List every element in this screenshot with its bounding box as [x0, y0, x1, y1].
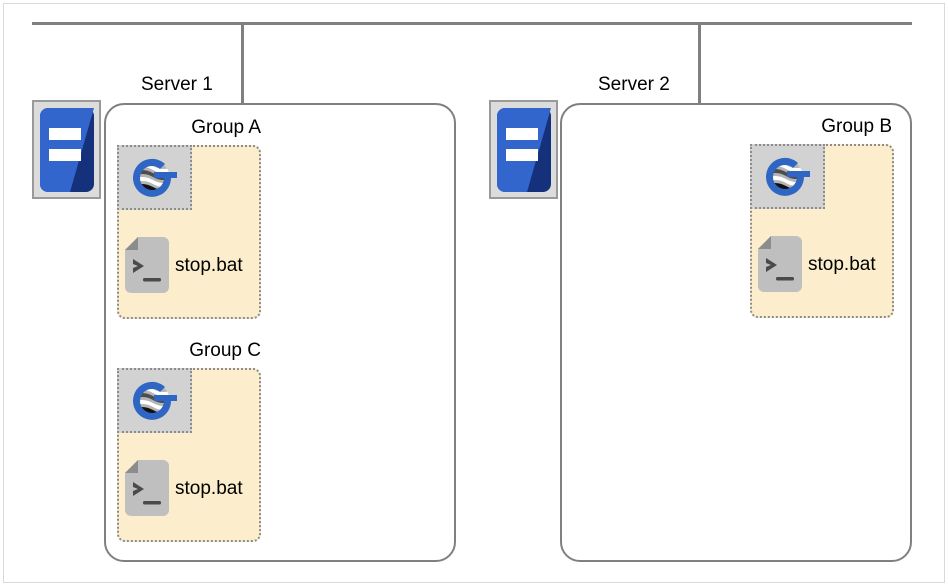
group-a-logo-cell[interactable] — [117, 145, 192, 210]
server-icon — [39, 107, 94, 192]
globe-g-logo-icon — [128, 151, 182, 205]
server-2-label: Server 2 — [598, 74, 670, 95]
server-1-icon-box[interactable] — [32, 100, 101, 199]
connector-line-server-2 — [698, 22, 701, 104]
group-b-logo-cell[interactable] — [750, 144, 825, 209]
group-b-file-label: stop.bat — [808, 253, 876, 275]
group-c-title: Group C — [189, 340, 261, 361]
group-b-box[interactable]: stop.bat — [750, 144, 894, 318]
group-b-file-row[interactable]: stop.bat — [758, 236, 876, 292]
bat-file-icon — [758, 236, 802, 292]
group-a-box[interactable]: stop.bat — [117, 145, 261, 319]
group-b-title: Group B — [821, 116, 892, 137]
globe-g-logo-icon — [128, 374, 182, 428]
group-c-logo-cell[interactable] — [117, 368, 192, 433]
server-1-label: Server 1 — [141, 74, 213, 95]
group-a-file-row[interactable]: stop.bat — [125, 237, 243, 293]
group-c-box[interactable]: stop.bat — [117, 368, 261, 542]
globe-g-logo-icon — [761, 150, 815, 204]
group-a-title: Group A — [191, 117, 261, 138]
group-c-file-label: stop.bat — [175, 477, 243, 499]
bat-file-icon — [125, 237, 169, 293]
connector-line-server-1 — [241, 22, 244, 104]
group-c-file-row[interactable]: stop.bat — [125, 460, 243, 516]
server-2-icon-box[interactable] — [489, 100, 558, 199]
group-a-file-label: stop.bat — [175, 254, 243, 276]
network-bus-line — [32, 22, 912, 25]
bat-file-icon — [125, 460, 169, 516]
server-icon — [496, 107, 551, 192]
